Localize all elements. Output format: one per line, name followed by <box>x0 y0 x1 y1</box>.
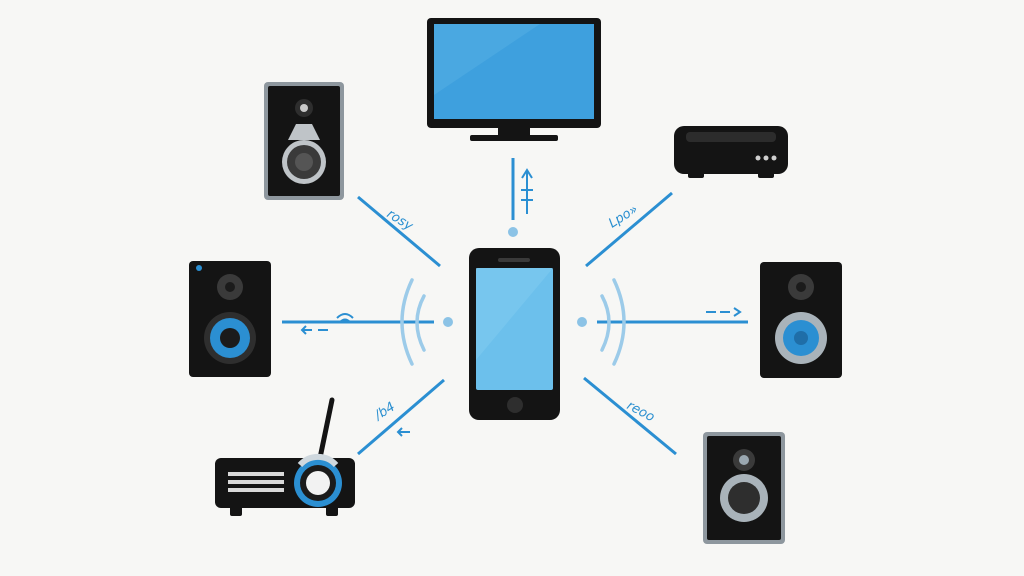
tv-icon <box>427 18 601 141</box>
smartphone-icon <box>469 248 560 420</box>
speaker-icon <box>703 432 785 544</box>
label-top-right: Lpo» <box>606 202 641 231</box>
direction-glyphs <box>300 168 742 437</box>
link-speaker-bottom-right <box>583 376 677 456</box>
connection-lines <box>282 158 748 456</box>
link-speaker-top-left <box>357 195 441 268</box>
label-top-left: rosy <box>384 207 416 235</box>
connection-dots <box>443 227 587 327</box>
speaker-icon <box>264 82 344 200</box>
label-bottom-left: /b4 <box>371 400 398 424</box>
wifi-wave-right-outer <box>612 278 626 366</box>
wifi-wave-left-inner <box>415 294 426 352</box>
wifi-waves <box>400 278 626 366</box>
wifi-wave-left-outer <box>400 278 414 366</box>
speaker-icon <box>760 262 842 378</box>
set-top-box-icon <box>674 126 788 178</box>
link-projector <box>357 378 445 456</box>
label-bottom-right: reoo <box>624 398 657 425</box>
projector-icon <box>215 397 355 516</box>
link-streaming-box <box>585 191 673 268</box>
speaker-icon <box>189 261 271 377</box>
wifi-wave-right-inner <box>600 294 611 352</box>
